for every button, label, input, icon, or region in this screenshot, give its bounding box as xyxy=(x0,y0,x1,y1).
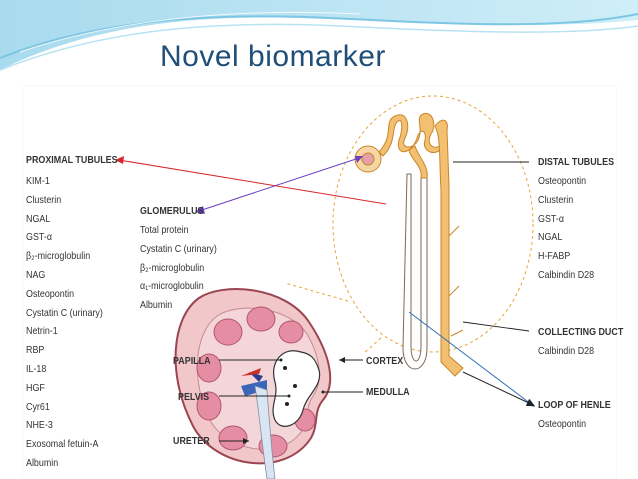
glomerulus-list: Total protein Cystatin C (urinary) β₂-mi… xyxy=(140,224,230,318)
list-item: KIM-1 xyxy=(26,175,50,187)
kidney-illustration xyxy=(115,95,535,479)
list-item: Albumin xyxy=(26,456,59,469)
list-item: NHE-3 xyxy=(26,419,53,432)
loop-of-henle-heading: LOOP OF HENLE xyxy=(538,399,611,411)
list-item: GST-α xyxy=(538,212,564,225)
list-item: Total protein xyxy=(140,224,189,236)
list-item: IL-18 xyxy=(26,362,47,375)
collecting-leader xyxy=(462,321,530,332)
list-item: Exosomal fetuin-A xyxy=(26,438,99,451)
list-item: Cystatin C (urinary) xyxy=(140,242,217,255)
list-item: GST-α xyxy=(26,231,52,244)
list-item: β₂-microglobulin xyxy=(26,250,91,263)
zoom-circle xyxy=(332,95,534,353)
collecting-duct-heading: COLLECTING DUCT xyxy=(538,326,624,338)
distal-tubules-list: Osteopontin Clusterin GST-α NGAL H-FABP … xyxy=(538,175,604,288)
red-arrow xyxy=(115,156,387,205)
list-item: HGF xyxy=(26,381,45,394)
nephron-icon xyxy=(354,112,464,377)
list-item: H-FABP xyxy=(538,250,571,263)
list-item: Osteopontin xyxy=(26,287,75,300)
kidney-biomarker-figure: PROXIMAL TUBULES KIM-1 Clusterin NGAL GS… xyxy=(23,86,623,479)
list-item: Cystatin C (urinary) xyxy=(26,306,103,319)
medulla-label: MEDULLA xyxy=(366,386,410,398)
list-item: Calbindin D28 xyxy=(538,268,595,281)
list-item: NGAL xyxy=(26,212,51,225)
list-item: NAG xyxy=(26,268,46,281)
list-item: RBP xyxy=(26,344,45,357)
list-item: Clusterin xyxy=(538,193,574,206)
list-item: Osteopontin xyxy=(538,418,587,430)
proximal-tubules-list: KIM-1 Clusterin NGAL GST-α β₂-microglobu… xyxy=(26,175,116,476)
cortex-label: CORTEX xyxy=(366,355,404,367)
ureter-label: URETER xyxy=(173,435,210,447)
list-item: Cyr61 xyxy=(26,400,50,413)
glomerulus-heading: GLOMERULUS xyxy=(140,205,204,217)
list-item: Osteopontin xyxy=(538,175,587,187)
zoom-guide-left xyxy=(284,282,349,302)
list-item: Clusterin xyxy=(26,193,62,206)
zoom-guide-right xyxy=(362,337,382,355)
list-item: Albumin xyxy=(140,299,173,312)
list-item: β₂-microglobulin xyxy=(140,261,205,274)
collecting-duct-list: Calbindin D28 xyxy=(538,345,604,364)
kidney-icon xyxy=(174,288,332,479)
blue-arrow xyxy=(408,311,535,407)
papilla-label: PAPILLA xyxy=(173,355,211,367)
list-item: Calbindin D28 xyxy=(538,345,595,357)
black-arrow xyxy=(462,371,535,406)
list-item: α₁-microglobulin xyxy=(140,280,204,293)
list-item: NGAL xyxy=(538,231,563,244)
slide-title: Novel biomarker xyxy=(160,40,386,73)
pelvis-label: PELVIS xyxy=(178,391,210,403)
header-wave-decoration xyxy=(0,0,638,71)
loop-of-henle-list: Osteopontin xyxy=(538,418,595,437)
list-item: Netrin-1 xyxy=(26,325,58,338)
distal-tubules-heading: DISTAL TUBULES xyxy=(538,156,615,168)
proximal-tubules-heading: PROXIMAL TUBULES xyxy=(26,154,118,166)
purple-arrow xyxy=(195,156,363,214)
